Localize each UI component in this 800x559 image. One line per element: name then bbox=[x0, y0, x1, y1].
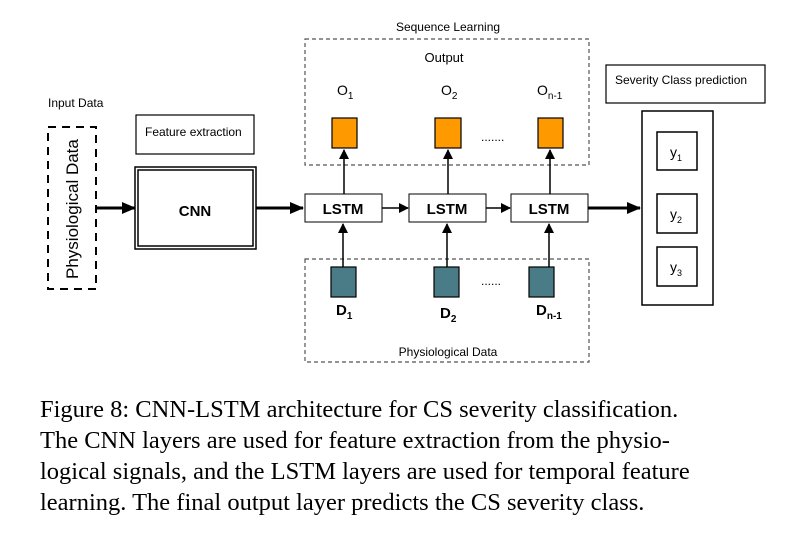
output-label-2: O2 bbox=[441, 82, 458, 102]
output-ellipsis: ....... bbox=[481, 130, 504, 144]
class-label-3: y3 bbox=[670, 259, 682, 278]
figure-caption: Figure 8: CNN-LSTM architecture for CS s… bbox=[40, 394, 790, 518]
lstm-label-1: LSTM bbox=[323, 201, 364, 218]
input-node-2 bbox=[433, 266, 460, 298]
input-group-title: Physiological Data bbox=[399, 345, 498, 359]
class-label-2: y2 bbox=[670, 206, 682, 225]
cnn-box bbox=[134, 166, 257, 250]
caption-line: logical signals, and the LSTM layers are… bbox=[40, 458, 690, 485]
output-node-3 bbox=[537, 117, 564, 149]
lstm-label-2: LSTM bbox=[427, 201, 468, 218]
caption-line: learning. The final output layer predict… bbox=[40, 489, 645, 516]
input-label-3: Dn-1 bbox=[536, 302, 562, 322]
caption-line: Figure 8: CNN-LSTM architecture for CS s… bbox=[40, 396, 679, 423]
feature-extraction-title: Feature extraction bbox=[145, 125, 242, 139]
class-label-1: y1 bbox=[670, 144, 682, 163]
class-node-1 bbox=[656, 131, 698, 171]
output-node-1 bbox=[331, 117, 358, 149]
class-node-3 bbox=[656, 246, 698, 287]
input-label-2: D2 bbox=[440, 305, 457, 325]
input-node-3 bbox=[528, 266, 555, 298]
input-ellipsis: ...... bbox=[481, 274, 501, 288]
class-node-2 bbox=[656, 193, 698, 234]
output-group-box bbox=[304, 38, 590, 166]
input-node-1 bbox=[330, 266, 357, 298]
output-label-1: O1 bbox=[337, 82, 354, 102]
output-node-2 bbox=[434, 117, 462, 149]
input-data-title: Input Data bbox=[48, 96, 104, 110]
output-label-3: On-1 bbox=[537, 82, 563, 102]
caption-line: The CNN layers are used for feature extr… bbox=[40, 427, 670, 454]
prediction-title-box bbox=[605, 64, 766, 104]
feature-extraction-title-box bbox=[135, 114, 255, 155]
lstm-label-3: LSTM bbox=[529, 201, 570, 218]
output-title: Output bbox=[424, 50, 463, 65]
prediction-title: Severity Class prediction bbox=[615, 73, 747, 87]
cnn-lstm-diagram: Input Data Physiological Data Feature ex… bbox=[47, 20, 766, 363]
cnn-label: CNN bbox=[179, 203, 212, 220]
input-data-label: Physiological Data bbox=[63, 139, 82, 279]
input-label-1: D1 bbox=[336, 302, 353, 322]
sequence-learning-title: Sequence Learning bbox=[396, 20, 500, 34]
